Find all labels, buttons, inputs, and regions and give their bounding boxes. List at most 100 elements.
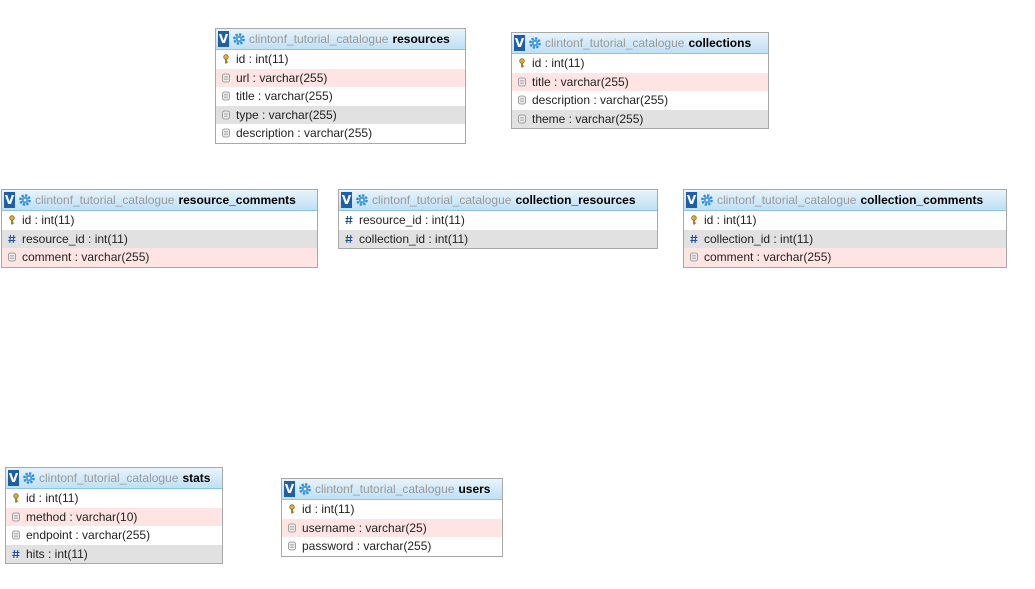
primary-key-icon (222, 54, 230, 64)
column-row[interactable]: username : varchar(25) (282, 518, 502, 537)
text-column-icon (518, 114, 526, 124)
column-row[interactable]: password : varchar(255) (282, 537, 502, 556)
text-column-icon (288, 523, 296, 533)
table-options-gear-icon[interactable] (529, 37, 541, 49)
column-row[interactable]: id : int(11) (684, 211, 1006, 230)
column-row[interactable]: id : int(11) (6, 489, 222, 508)
table-name[interactable]: resource_comments (178, 193, 296, 207)
table-name[interactable]: users (458, 482, 491, 496)
database-name: clintonf_tutorial_catalogue (249, 32, 389, 46)
column-row[interactable]: resource_id : int(11) (339, 211, 657, 230)
column-label: id : int(11) (302, 502, 355, 517)
text-column-icon (12, 512, 20, 522)
table-options-gear-icon[interactable] (233, 33, 245, 45)
column-label: type : varchar(255) (236, 107, 337, 122)
column-label: password : varchar(255) (302, 539, 432, 554)
text-column-icon (12, 530, 20, 540)
column-row[interactable]: url : varchar(255) (216, 68, 465, 87)
table-options-gear-icon[interactable] (701, 194, 713, 206)
primary-key-icon (8, 215, 16, 225)
column-row[interactable]: description : varchar(255) (216, 124, 465, 143)
text-column-icon (690, 252, 698, 262)
toggle-columns-button[interactable]: V (686, 192, 697, 208)
column-row[interactable]: id : int(11) (216, 50, 465, 69)
column-label: theme : varchar(255) (532, 111, 644, 126)
column-label: id : int(11) (236, 52, 289, 67)
column-label: id : int(11) (22, 213, 75, 228)
column-label: title : varchar(255) (532, 74, 629, 89)
numeric-column-icon (12, 549, 20, 559)
primary-key-icon (288, 504, 296, 514)
table-name[interactable]: stats (182, 471, 211, 485)
text-column-icon (288, 541, 296, 551)
column-row[interactable]: id : int(11) (282, 500, 502, 519)
database-name: clintonf_tutorial_catalogue (35, 193, 175, 207)
column-row[interactable]: id : int(11) (512, 54, 768, 73)
toggle-columns-button[interactable]: V (341, 192, 352, 208)
column-label: resource_id : int(11) (22, 231, 128, 246)
text-column-icon (222, 73, 230, 83)
column-row[interactable]: comment : varchar(255) (684, 248, 1006, 267)
column-label: comment : varchar(255) (704, 250, 832, 265)
column-row[interactable]: hits : int(11) (6, 544, 222, 563)
column-row[interactable]: theme : varchar(255) (512, 109, 768, 128)
primary-key-icon (690, 215, 698, 225)
table-options-gear-icon[interactable] (299, 483, 311, 495)
table-options-gear-icon[interactable] (356, 194, 368, 206)
column-label: resource_id : int(11) (359, 213, 465, 228)
primary-key-icon (518, 58, 526, 68)
table-options-gear-icon[interactable] (23, 472, 35, 484)
table-name[interactable]: resources (392, 32, 450, 46)
column-row[interactable]: title : varchar(255) (216, 87, 465, 106)
column-row[interactable]: id : int(11) (2, 211, 317, 230)
table-options-gear-icon[interactable] (19, 194, 31, 206)
numeric-column-icon (345, 215, 353, 225)
table-name[interactable]: collection_comments (860, 193, 984, 207)
text-column-icon (222, 128, 230, 138)
toggle-columns-button[interactable]: V (284, 481, 295, 497)
text-column-icon (518, 95, 526, 105)
column-label: method : varchar(10) (26, 509, 138, 524)
column-label: hits : int(11) (26, 546, 88, 561)
column-row[interactable]: resource_id : int(11) (2, 229, 317, 248)
column-row[interactable]: type : varchar(255) (216, 105, 465, 124)
column-label: title : varchar(255) (236, 89, 333, 104)
toggle-columns-button[interactable]: V (4, 192, 15, 208)
column-label: username : varchar(25) (302, 520, 427, 535)
toggle-columns-button[interactable]: V (8, 470, 19, 486)
column-label: id : int(11) (26, 491, 79, 506)
text-column-icon (222, 91, 230, 101)
database-name: clintonf_tutorial_catalogue (39, 471, 179, 485)
table-name[interactable]: collections (688, 36, 752, 50)
column-row[interactable]: collection_id : int(11) (339, 229, 657, 248)
column-row[interactable]: comment : varchar(255) (2, 248, 317, 267)
toggle-columns-button[interactable]: V (218, 31, 229, 47)
text-column-icon (222, 110, 230, 120)
column-row[interactable]: title : varchar(255) (512, 72, 768, 91)
column-row[interactable]: endpoint : varchar(255) (6, 526, 222, 545)
column-row[interactable]: method : varchar(10) (6, 507, 222, 526)
column-label: comment : varchar(255) (22, 250, 150, 265)
primary-key-icon (12, 493, 20, 503)
toggle-columns-button[interactable]: V (514, 35, 525, 51)
table-name[interactable]: collection_resources (515, 193, 636, 207)
column-row[interactable]: description : varchar(255) (512, 91, 768, 110)
database-name: clintonf_tutorial_catalogue (717, 193, 857, 207)
database-name: clintonf_tutorial_catalogue (372, 193, 512, 207)
column-label: url : varchar(255) (236, 70, 328, 85)
column-row[interactable]: collection_id : int(11) (684, 229, 1006, 248)
